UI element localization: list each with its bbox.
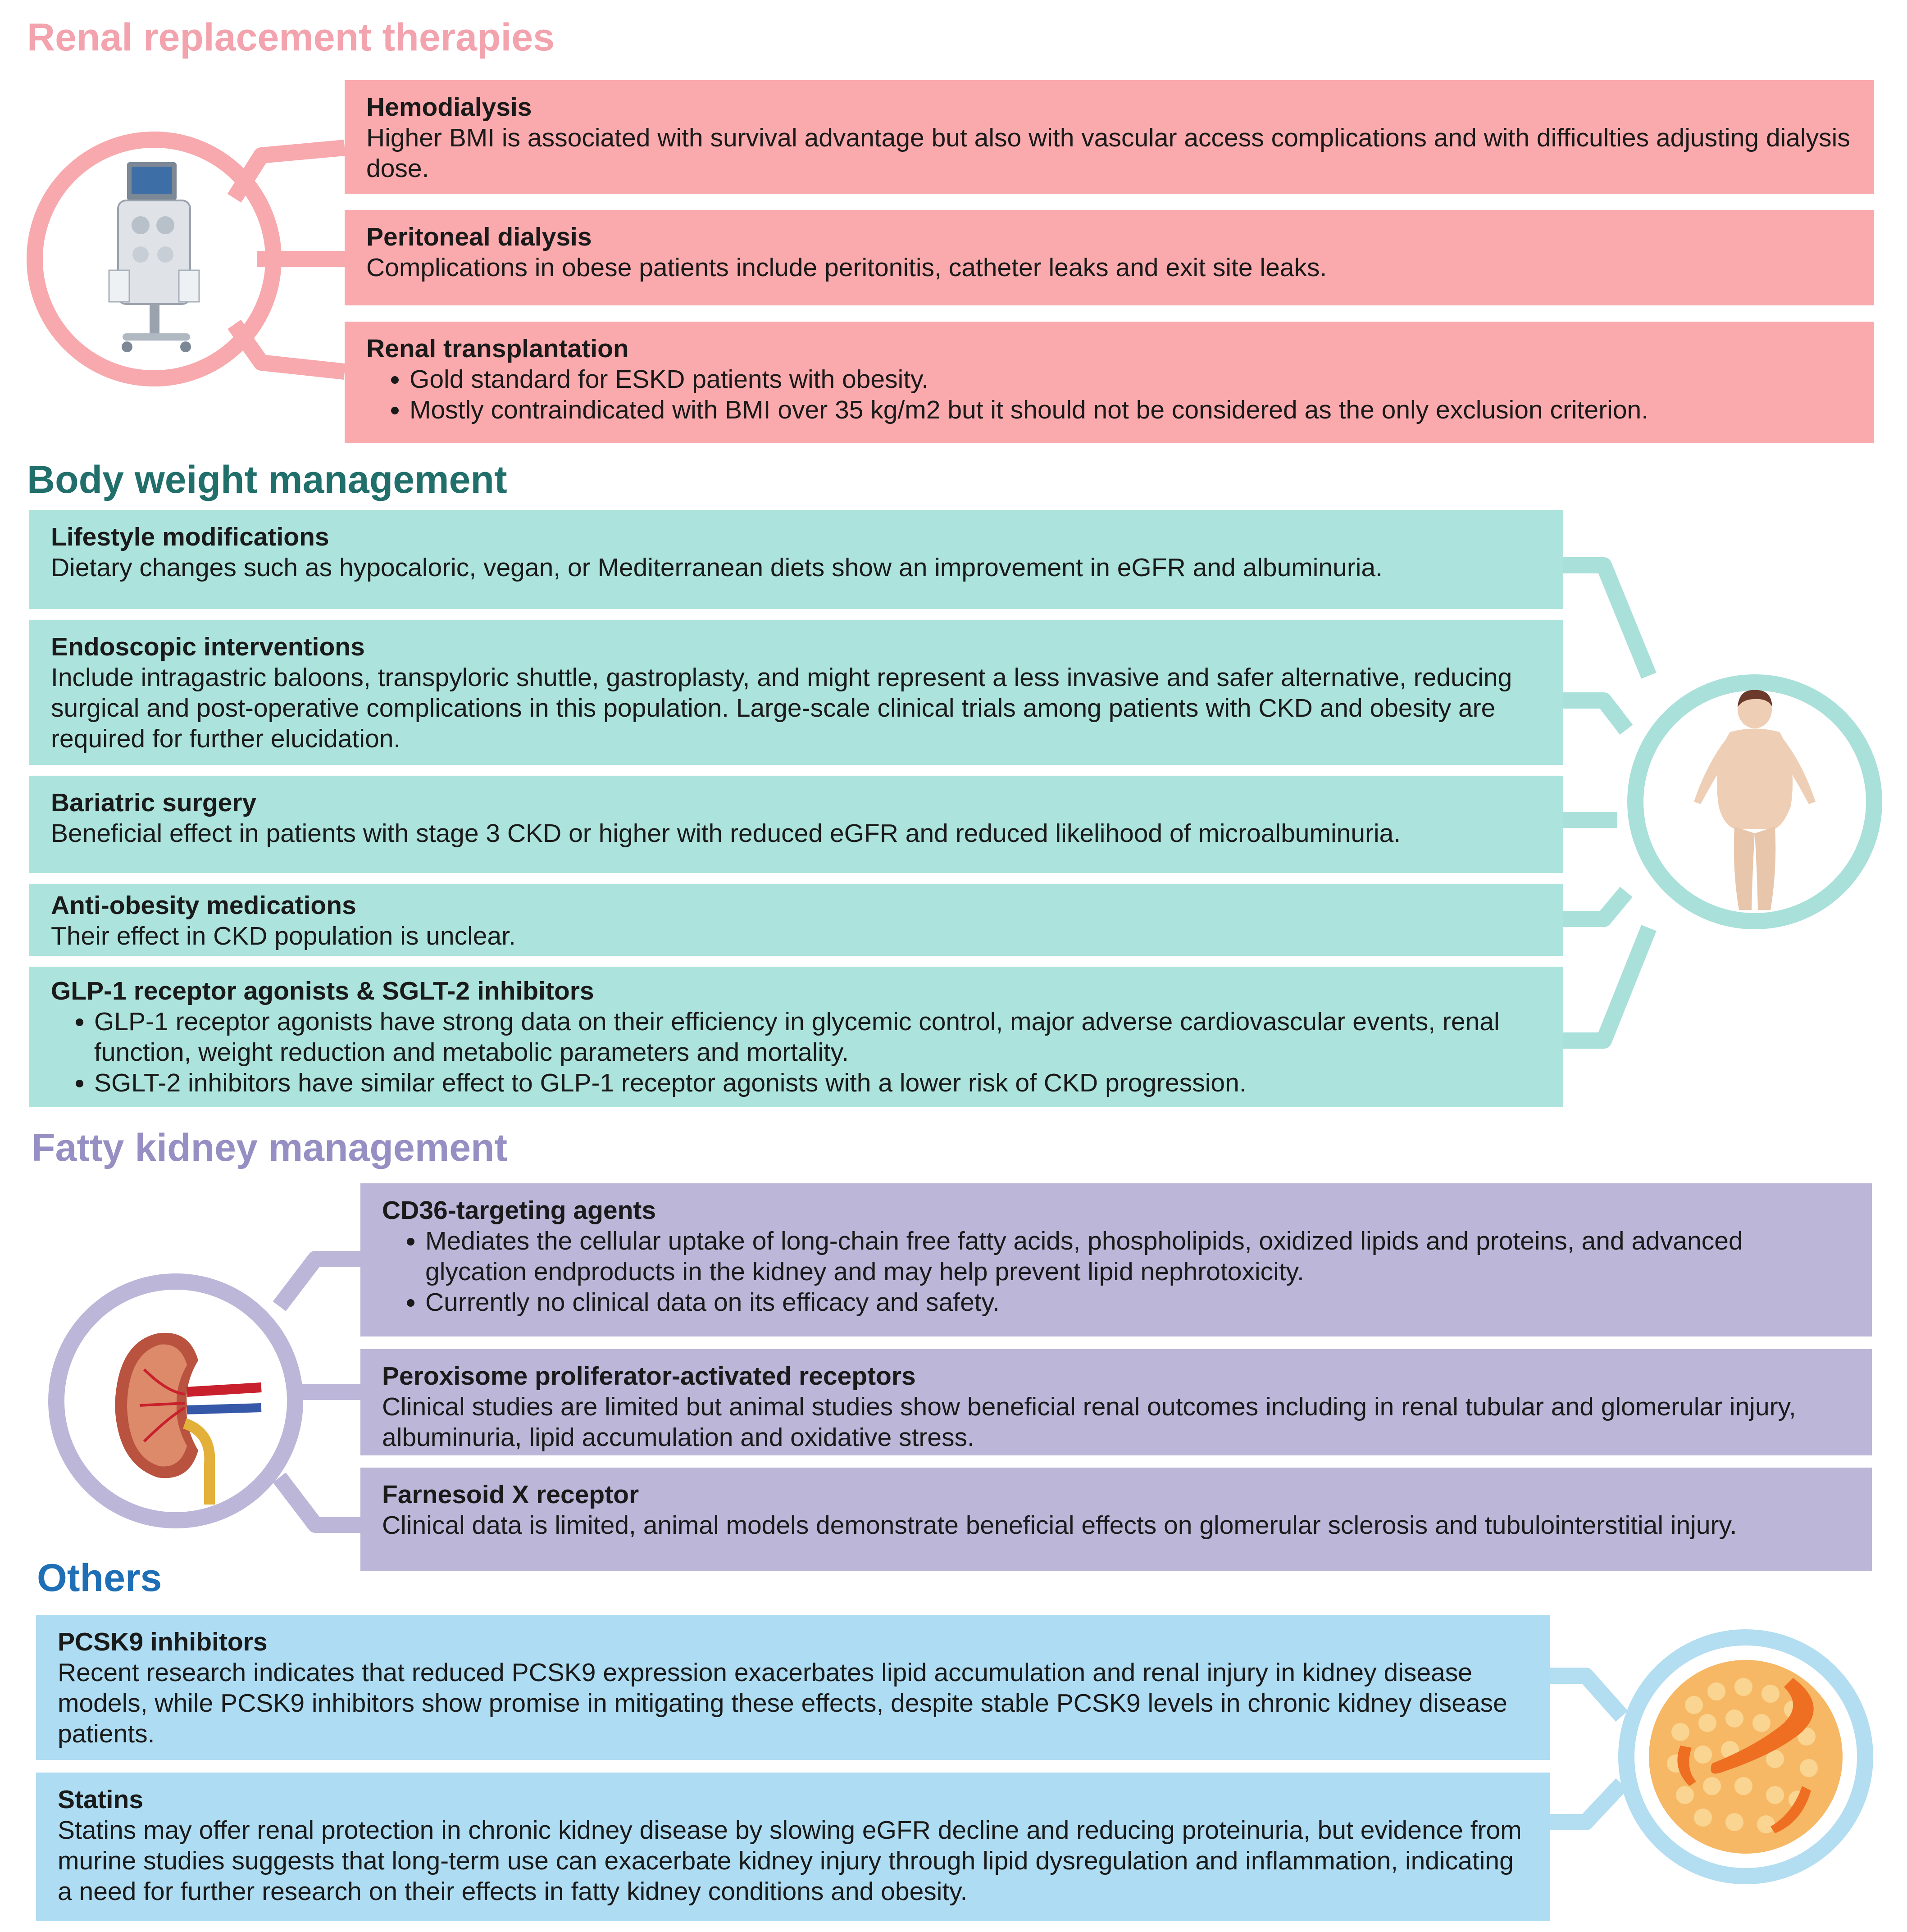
card-title: Bariatric surgery: [51, 788, 257, 817]
list-item: Mostly contraindicated with BMI over 35 …: [410, 395, 1853, 425]
card-glp1-sglt2: GLP-1 receptor agonists & SGLT-2 inhibit…: [29, 967, 1563, 1107]
obese-person-icon: [1694, 690, 1816, 910]
section-title-bwm: Body weight management: [27, 458, 507, 501]
card-endoscopic-interventions: Endoscopic interventions Include intraga…: [29, 620, 1563, 765]
card-text: Recent research indicates that reduced P…: [58, 1658, 1507, 1748]
list-item: Mediates the cellular uptake of long-cha…: [425, 1226, 1851, 1287]
dialysis-machine-icon: [108, 162, 200, 352]
card-cd36-targeting-agents: CD36-targeting agents Mediates the cellu…: [360, 1183, 1872, 1336]
card-title: Peritoneal dialysis: [366, 223, 592, 251]
card-title: Lifestyle modifications: [51, 523, 329, 551]
card-title: Renal transplantation: [366, 334, 629, 363]
card-text: Clinical studies are limited but animal …: [382, 1392, 1796, 1452]
list-item: SGLT-2 inhibitors have similar effect to…: [94, 1068, 1543, 1098]
card-title: Endoscopic interventions: [51, 632, 365, 661]
list-item: Gold standard for ESKD patients with obe…: [410, 364, 1853, 395]
card-pcsk9-inhibitors: PCSK9 inhibitors Recent research indicat…: [36, 1615, 1550, 1760]
card-text: Beneficial effect in patients with stage…: [51, 819, 1401, 848]
kidney-icon: [115, 1332, 262, 1505]
card-title: Anti-obesity medications: [51, 891, 356, 920]
section-title-others: Others: [37, 1556, 162, 1600]
card-text: Statins may offer renal protection in ch…: [58, 1816, 1522, 1906]
list-item: Currently no clinical data on its effica…: [425, 1287, 1851, 1318]
card-text: Complications in obese patients include …: [366, 253, 1327, 282]
card-anti-obesity-medications: Anti-obesity medications Their effect in…: [29, 884, 1563, 956]
card-title: Hemodialysis: [366, 93, 532, 122]
card-title: Statins: [58, 1785, 144, 1814]
card-renal-transplantation: Renal transplantation Gold standard for …: [345, 322, 1874, 443]
card-text: Higher BMI is associated with survival a…: [366, 123, 1850, 183]
card-ppar: Peroxisome proliferator-activated recept…: [360, 1349, 1872, 1455]
bullet-list: Mediates the cellular uptake of long-cha…: [382, 1226, 1851, 1318]
card-peritoneal-dialysis: Peritoneal dialysis Complications in obe…: [345, 210, 1874, 305]
card-title: Peroxisome proliferator-activated recept…: [382, 1362, 916, 1391]
card-text: Clinical data is limited, animal models …: [382, 1511, 1737, 1540]
section-title-rrt: Renal replacement therapies: [27, 16, 555, 59]
fat-cell-icon: [1649, 1660, 1843, 1854]
card-lifestyle-modifications: Lifestyle modifications Dietary changes …: [29, 510, 1563, 609]
card-text: Include intragastric baloons, transpylor…: [51, 663, 1512, 753]
card-farnesoid-x-receptor: Farnesoid X receptor Clinical data is li…: [360, 1468, 1872, 1571]
list-item: GLP-1 receptor agonists have strong data…: [94, 1006, 1543, 1068]
card-title: PCSK9 inhibitors: [58, 1627, 268, 1656]
bullet-list: Gold standard for ESKD patients with obe…: [366, 364, 1853, 425]
card-statins: Statins Statins may offer renal protecti…: [36, 1773, 1550, 1921]
card-text: Dietary changes such as hypocaloric, veg…: [51, 553, 1383, 582]
section-title-fkm: Fatty kidney management: [32, 1126, 508, 1169]
bullet-list: GLP-1 receptor agonists have strong data…: [51, 1006, 1543, 1098]
card-text: Their effect in CKD population is unclea…: [51, 922, 516, 950]
card-hemodialysis: Hemodialysis Higher BMI is associated wi…: [345, 80, 1874, 194]
card-title: CD36-targeting agents: [382, 1196, 656, 1225]
card-title: GLP-1 receptor agonists & SGLT-2 inhibit…: [51, 977, 594, 1005]
card-title: Farnesoid X receptor: [382, 1480, 639, 1509]
card-bariatric-surgery: Bariatric surgery Beneficial effect in p…: [29, 776, 1563, 873]
